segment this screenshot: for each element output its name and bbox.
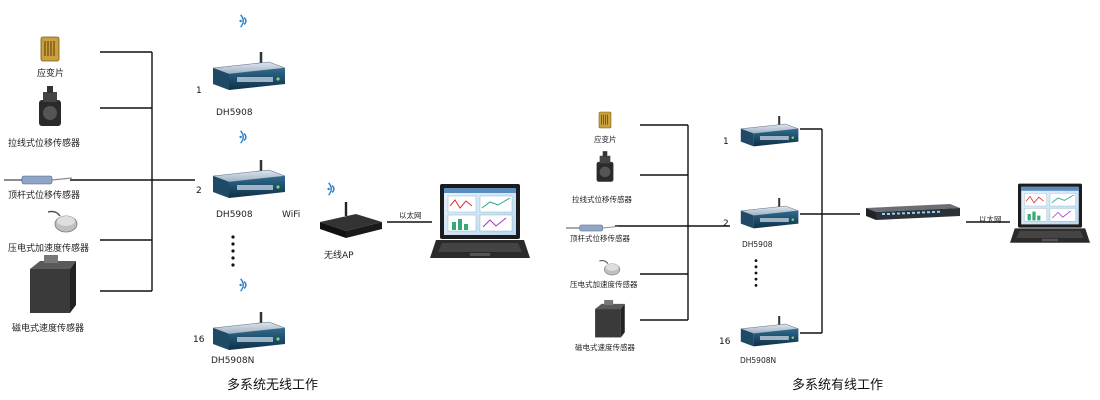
laptop-icon <box>430 182 530 262</box>
ap-label: 无线AP <box>324 251 354 261</box>
right-daq-unit-2 <box>736 196 800 232</box>
right-sensor-label-2: 顶杆式位移传感器 <box>570 234 630 243</box>
right-sensor-velocity <box>589 300 627 340</box>
right-ethernet-label: 以太网 <box>979 215 1002 224</box>
ellipsis-icon <box>754 259 758 287</box>
wifi-signal-icon <box>238 12 252 30</box>
left-sensor-lvdt <box>4 172 73 186</box>
ellipsis-icon <box>231 235 235 267</box>
left-unit-number-16: 16 <box>193 335 205 345</box>
left-unit-label-1: DH5908 <box>216 108 253 118</box>
left-daq-unit-1 <box>207 42 287 86</box>
right-unit-number-16: 16 <box>719 337 731 347</box>
right-sensor-label-4: 磁电式速度传感器 <box>575 343 635 352</box>
right-sensor-draw-wire <box>592 150 618 186</box>
laptop-icon <box>1010 182 1090 246</box>
left-wifi-signal-1 <box>238 12 252 30</box>
left-daq-unit-16 <box>207 302 287 346</box>
left-laptop <box>430 182 530 262</box>
right-unit-label-2: DH5908 <box>742 240 773 249</box>
left-sensor-strain-gauge <box>38 36 62 62</box>
strain-gauge-icon <box>40 36 60 62</box>
left-ethernet-label: 以太网 <box>399 211 422 220</box>
left-sensor-draw-wire <box>33 86 67 130</box>
draw-wire-sensor-icon <box>39 86 61 126</box>
left-sensor-label-2: 顶杆式位移传感器 <box>8 191 81 201</box>
draw-wire-sensor-icon <box>596 151 614 182</box>
left-sensor-label-3: 压电式加速度传感器 <box>8 244 90 254</box>
left-unit-label-16: DH5908N <box>211 356 255 366</box>
lvdt-sensor-icon <box>566 224 619 232</box>
right-unit-number-2: 2 <box>723 219 729 229</box>
left-wifi-signal-16 <box>238 276 252 294</box>
right-sensor-strain-gauge <box>597 110 613 130</box>
accelerometer-icon <box>47 210 78 233</box>
left-sensor-label-0: 应变片 <box>37 69 65 79</box>
left-unit-number-1: 1 <box>196 86 202 96</box>
left-daq-unit-2 <box>207 150 287 194</box>
right-sensor-label-3: 压电式加速度传感器 <box>570 280 638 289</box>
left-caption: 多系统无线工作 <box>227 378 319 393</box>
right-daq-unit-1 <box>736 114 800 150</box>
wifi-label: WiFi <box>282 210 301 220</box>
lvdt-sensor-icon <box>4 175 73 185</box>
right-ellipsis-dots <box>753 258 759 288</box>
network-switch-icon <box>862 202 962 222</box>
right-laptop <box>1010 182 1090 246</box>
daq-device-icon <box>207 42 287 102</box>
left-wifi-signal-2 <box>238 128 252 146</box>
wifi-signal-icon <box>326 180 340 198</box>
left-unit-number-2: 2 <box>196 186 202 196</box>
daq-device-icon <box>736 196 800 232</box>
velocity-sensor-icon <box>30 255 76 313</box>
wifi-signal-icon <box>238 276 252 294</box>
ap-wifi-signal <box>326 180 340 198</box>
right-caption: 多系统有线工作 <box>792 378 884 393</box>
left-unit-label-2: DH5908 <box>216 210 253 220</box>
strain-gauge-icon <box>598 111 612 129</box>
right-sensor-label-1: 拉线式位移传感器 <box>572 195 632 204</box>
network-switch <box>862 202 962 222</box>
daq-device-icon <box>736 114 800 150</box>
right-daq-unit-16 <box>736 314 800 350</box>
left-ellipsis-dots <box>230 234 236 268</box>
accelerometer-icon <box>599 260 621 276</box>
right-sensor-accelerometer <box>598 258 622 278</box>
left-sensor-label-4: 磁电式速度传感器 <box>12 324 85 334</box>
daq-device-icon <box>207 302 287 362</box>
left-sensor-velocity <box>24 255 76 317</box>
left-sensor-accelerometer <box>46 208 80 236</box>
right-sensor-label-0: 应变片 <box>594 135 617 144</box>
right-sensor-lvdt <box>566 219 619 232</box>
right-unit-number-1: 1 <box>723 137 729 147</box>
left-sensor-label-1: 拉线式位移传感器 <box>8 139 81 149</box>
velocity-sensor-icon <box>595 300 625 338</box>
wireless-ap <box>316 200 386 240</box>
daq-device-icon <box>207 150 287 210</box>
right-unit-label-16: DH5908N <box>740 356 777 365</box>
daq-device-icon <box>736 314 800 350</box>
wireless-router-icon <box>316 200 386 240</box>
wifi-signal-icon <box>238 128 252 146</box>
